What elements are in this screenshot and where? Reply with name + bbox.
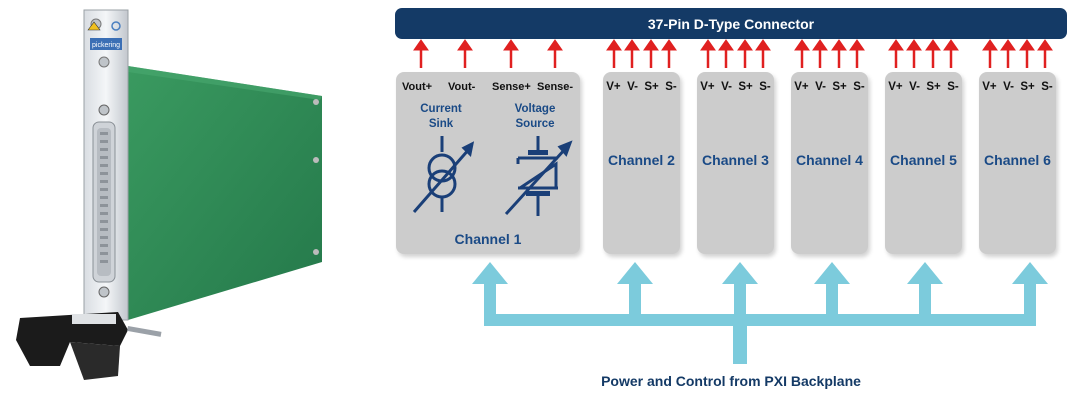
voltage-source-line-2: Source [515,118,555,130]
channel-1-box: Vout+ Vout- Sense+ Sense- Current Sink V… [396,72,580,254]
pin-row: V+ V- S+ S- [979,81,1056,93]
pin-label: S- [1041,81,1053,93]
pin-label: V+ [700,81,715,93]
pin-label: S+ [832,81,847,93]
backplane-arrows [472,262,1048,364]
pin-label: S+ [926,81,941,93]
pin-label: S- [759,81,771,93]
pin-label: V- [815,81,826,93]
channel-5-name: Channel 5 [890,152,957,168]
pin-label: V- [627,81,638,93]
pin-label: Sense- [537,81,574,93]
voltage-source-label: Voltage Source [504,102,566,132]
pin-row: V+ V- S+ S- [603,81,680,93]
voltage-source-line-1: Voltage [514,103,556,115]
pin-label: V+ [794,81,809,93]
current-sink-line-2: Sink [428,118,454,130]
pin-label: S- [853,81,865,93]
channel-5-box: V+ V- S+ S- Channel 5 [885,72,962,254]
current-sink-label: Current Sink [410,102,472,132]
pin-label: S+ [738,81,753,93]
channel-3-box: V+ V- S+ S- Channel 3 [697,72,774,254]
connector-bar: 37-Pin D-Type Connector [395,8,1067,39]
channel-4-box: V+ V- S+ S- Channel 4 [791,72,868,254]
channel-2-box: V+ V- S+ S- Channel 2 [603,72,680,254]
channel-6-box: V+ V- S+ S- Channel 6 [979,72,1056,254]
red-arrows [413,39,1053,68]
pin-label: S- [665,81,677,93]
pin-label: S+ [1020,81,1035,93]
channel-4-name: Channel 4 [796,152,863,168]
pin-row: V+ V- S+ S- [697,81,774,93]
pin-label: S- [947,81,959,93]
voltage-source-icon [504,136,573,216]
channel-3-name: Channel 3 [702,152,769,168]
channel-1-name: Channel 1 [454,231,522,247]
pin-label: S+ [644,81,659,93]
pin-label: V- [721,81,732,93]
pin-row: V+ V- S+ S- [791,81,868,93]
svg-text:pickering: pickering [92,42,120,49]
pin-label: Sense+ [492,81,531,93]
pin-label: V+ [606,81,621,93]
connector-label: 37-Pin D-Type Connector [647,15,815,32]
pin-label: V- [1003,81,1014,93]
pin-label: V- [909,81,920,93]
pin-label: V+ [888,81,903,93]
current-sink-icon [412,136,475,213]
pin-label: Vout+ [402,81,433,93]
channel-2-name: Channel 2 [608,152,675,168]
pxi-card-image: pickering [16,9,322,380]
current-sink-line-1: Current [420,103,462,115]
pin-label: Vout- [448,81,476,93]
card-logo: pickering [92,42,120,49]
pin-label: V+ [982,81,997,93]
pin-row: V+ V- S+ S- [885,81,962,93]
backplane-caption: Power and Control from PXI Backplane [601,373,861,389]
channel-6-name: Channel 6 [984,152,1051,168]
